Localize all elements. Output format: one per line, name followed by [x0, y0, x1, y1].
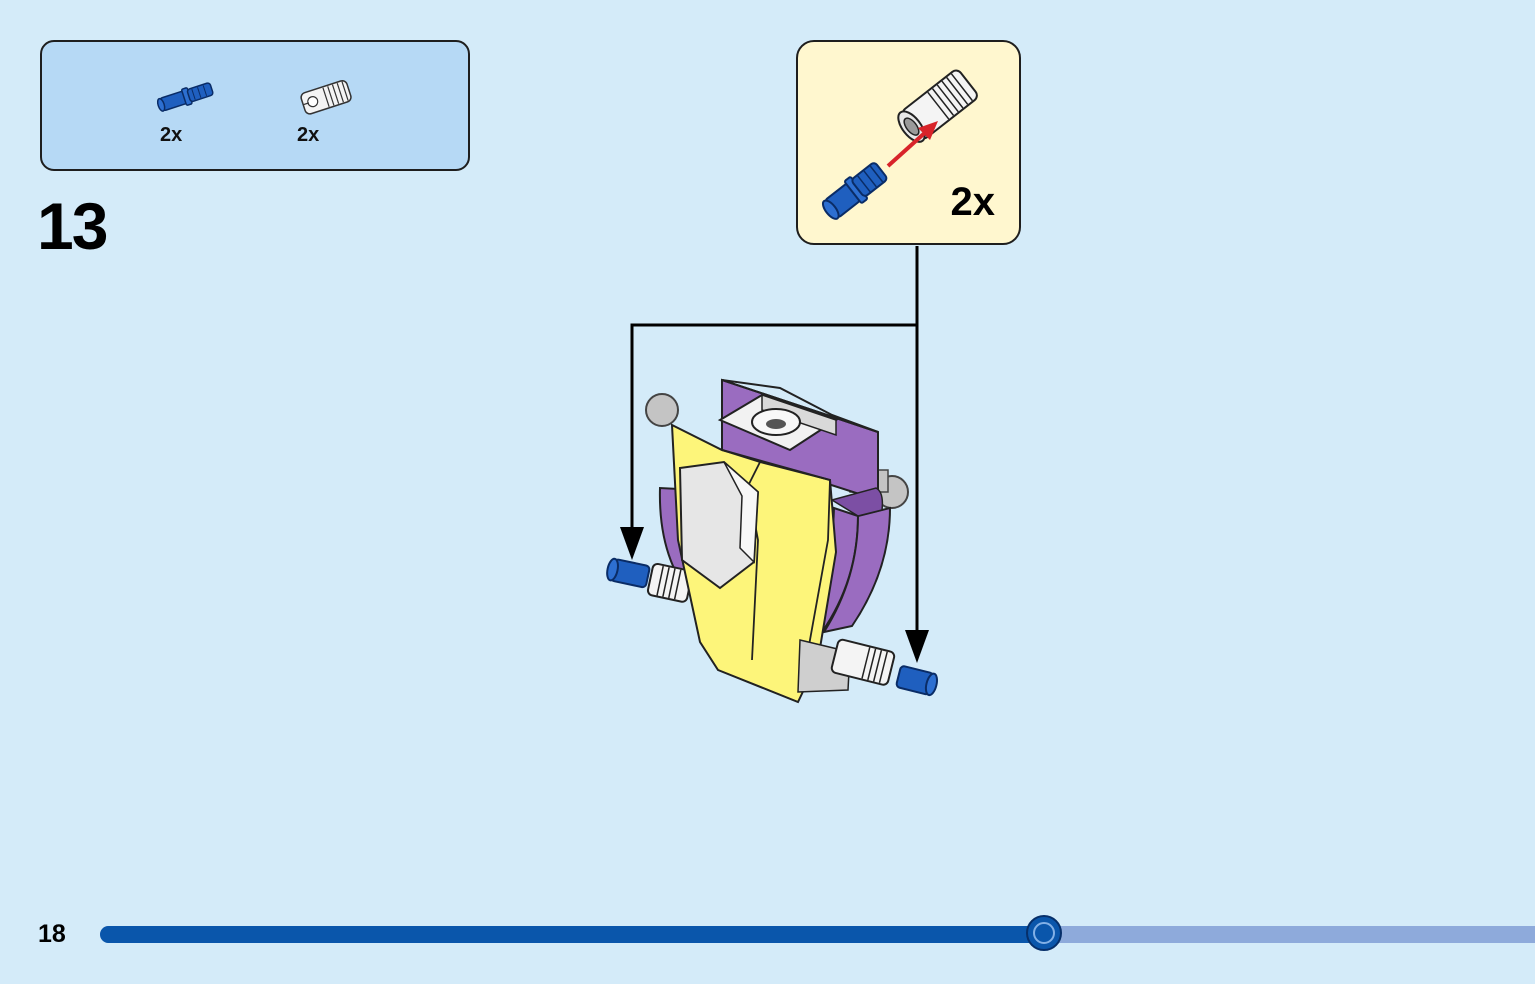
- white-technic-connector-icon: [830, 638, 896, 686]
- model-illustration: [606, 378, 938, 704]
- white-technic-connector-icon: [300, 79, 352, 115]
- build-progress-bar: [100, 915, 1535, 951]
- model-assembly: [600, 240, 960, 725]
- sub-assembly-quantity: 2x: [950, 180, 996, 224]
- build-progress-marker: [1026, 915, 1063, 951]
- insert-arrow-icon: [886, 121, 938, 168]
- parts-list-qty: 2x: [297, 124, 320, 146]
- blue-technic-pin-icon: [821, 162, 888, 220]
- blue-technic-pin-icon: [895, 665, 938, 697]
- sub-assembly-diagram: [821, 69, 978, 220]
- parts-list-qty: 2x: [160, 124, 183, 146]
- sub-assembly-callout: 2x: [796, 40, 1021, 245]
- page-number: 18: [38, 920, 66, 948]
- white-technic-connector-icon: [897, 69, 978, 143]
- blue-technic-pin-icon: [156, 82, 214, 112]
- blue-technic-pin-icon: [606, 557, 651, 589]
- gray-knob: [645, 393, 679, 427]
- build-progress-fill: [100, 926, 1045, 943]
- parts-list-item-blue-pin: 2x: [152, 72, 232, 152]
- parts-list-box: 2x 2x: [40, 40, 470, 171]
- parts-list-item-white-connector: 2x: [292, 72, 372, 152]
- step-number: 13: [37, 189, 108, 263]
